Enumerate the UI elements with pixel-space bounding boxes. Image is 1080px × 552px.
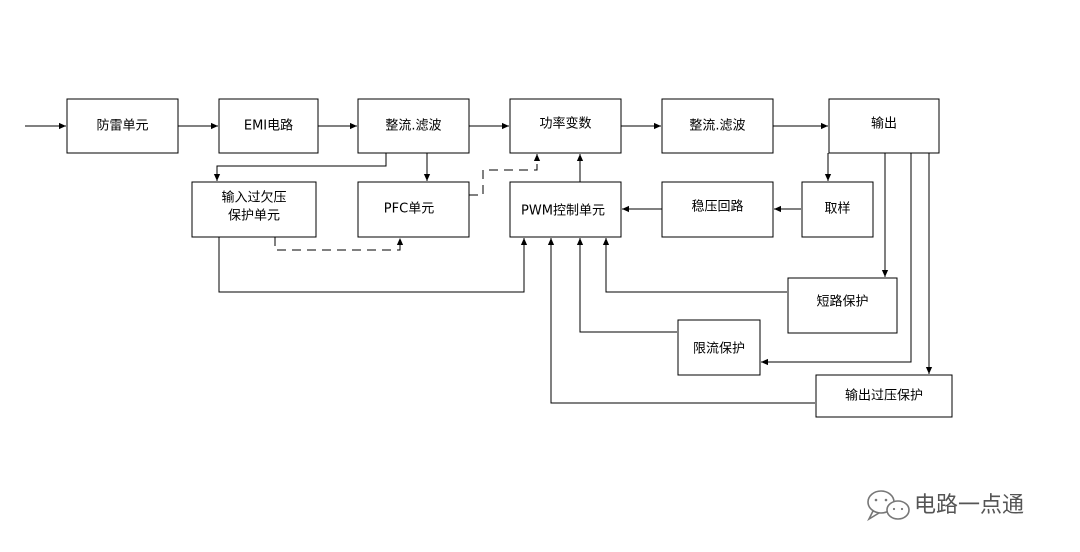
watermark-text: 电路一点通: [914, 493, 1024, 518]
block-pwm: PWM控制单元: [509, 181, 622, 238]
block-regulator-label: 稳压回路: [691, 199, 743, 215]
arrow-current-limit-to-pwm: [576, 238, 677, 333]
block-emi: EMI电路: [218, 98, 319, 154]
block-short-protect-label: 短路保护: [816, 294, 868, 310]
block-input-protect: 输入过欠压 保护单元: [191, 181, 317, 238]
dashed-input-protect-to-pfc: [274, 237, 404, 251]
block-current-limit: 限流保护: [677, 319, 761, 376]
block-input-protect-label-2: 保护单元: [228, 209, 280, 224]
block-rectify-filter-2-label: 整流.滤波: [689, 119, 745, 134]
block-output-label: 输出: [871, 116, 897, 132]
block-pwm-label: PWM控制单元: [521, 204, 605, 219]
block-current-limit-label: 限流保护: [693, 342, 745, 357]
block-regulator: 稳压回路: [661, 181, 774, 238]
block-output: 输出: [828, 98, 940, 154]
block-pfc-label: PFC单元: [384, 202, 434, 217]
block-pfc: PFC单元: [357, 181, 470, 238]
block-rectify-filter-2: 整流.滤波: [661, 98, 774, 154]
arrow-overvoltage-to-pwm: [547, 238, 815, 404]
block-lightning: 防雷单元: [66, 98, 179, 154]
block-input-protect-label-1: 输入过欠压: [221, 190, 286, 206]
block-overvoltage: 输出过压保护: [815, 374, 953, 418]
dashed-pfc-to-power: [469, 154, 541, 196]
block-sampling: 取样: [801, 181, 874, 238]
arrow-output-to-current-limit: [761, 153, 912, 366]
chat-bubble-icon: [867, 490, 910, 522]
block-short-protect: 短路保护: [787, 277, 898, 334]
arrow-rectify1-to-input-protect: [213, 153, 387, 181]
block-power-convert: 功率变数: [509, 98, 622, 154]
block-lightning-label: 防雷单元: [96, 118, 148, 134]
watermark: 电路一点通: [867, 490, 1024, 522]
arrow-short-protect-to-pwm: [602, 238, 787, 293]
connectors: [25, 122, 933, 404]
block-sampling-label: 取样: [824, 202, 850, 217]
block-rectify-filter-1: 整流.滤波: [357, 98, 470, 154]
block-emi-label: EMI电路: [244, 118, 293, 134]
block-rectify-filter-1-label: 整流.滤波: [385, 119, 441, 134]
arrow-input-protect-to-pwm: [218, 237, 528, 293]
block-overvoltage-label: 输出过压保护: [845, 388, 923, 404]
block-power-convert-label: 功率变数: [539, 116, 591, 132]
